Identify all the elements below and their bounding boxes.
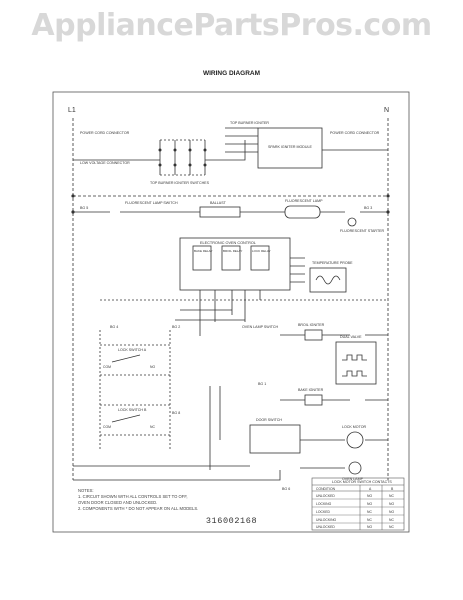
label-com-a: COM xyxy=(103,365,111,369)
notes-block: NOTES: 1. CIRCUIT SHOWN WITH ALL CONTROL… xyxy=(78,488,198,512)
bus-marker: BG 5 xyxy=(80,206,88,210)
table-header: CONDITION xyxy=(316,487,336,491)
table-cell: NC xyxy=(389,518,394,522)
bus-marker: BG 4 xyxy=(110,325,118,329)
table-cell: NO xyxy=(367,494,372,498)
lock-switch-a-box xyxy=(99,344,171,376)
label-door-switch: DOOR SWITCH xyxy=(256,418,282,422)
relay-1 xyxy=(192,245,212,271)
label-lock-relay: LOCK RELAY xyxy=(252,249,271,253)
table-cell: UNLOCKED xyxy=(316,525,335,529)
probe-coil xyxy=(315,275,341,285)
label-power-cord-left: POWER CORD CONNECTOR xyxy=(80,131,130,135)
n-terminal: N xyxy=(384,107,389,114)
fluorescent-lamp-tube xyxy=(284,205,321,219)
bus-marker: BG 6 xyxy=(282,487,290,491)
temp-probe-box xyxy=(309,267,347,293)
oven-control-box xyxy=(179,237,291,291)
watermark: AppliancePartsPros.com xyxy=(31,8,432,43)
table-cell: LOCKING xyxy=(316,502,332,506)
part-number: 316002168 xyxy=(205,516,258,526)
label-burner-switches: TOP BURNER IGNITER SWITCHES xyxy=(150,181,210,185)
note-line: NOTES: xyxy=(78,488,94,493)
table-cell: UNLOCKED xyxy=(316,494,335,498)
label-no-a: NO xyxy=(150,365,155,369)
diagram-frame xyxy=(52,91,410,533)
bus-marker: BG 8 xyxy=(172,411,180,415)
label-nc-b: NC xyxy=(150,425,155,429)
label-low-voltage: LOW VOLTAGE CONNECTOR xyxy=(80,161,130,165)
spark-module-box xyxy=(257,127,323,169)
label-lock-switch-a: LOCK SWITCH A xyxy=(118,348,147,352)
relay-2 xyxy=(221,245,241,271)
dual-valve-box xyxy=(335,341,377,385)
diagram-title: WIRING DIAGRAM xyxy=(202,70,261,77)
door-switch-box xyxy=(249,424,301,454)
table-cell: UNLOCKING xyxy=(316,518,337,522)
label-ballast: BALLAST xyxy=(210,201,227,205)
note-line: 2. COMPONENTS WITH * DO NOT APPEAR ON AL… xyxy=(78,506,199,511)
lock-switch-b-box xyxy=(99,404,171,436)
ballast-box xyxy=(199,206,241,218)
bus-marker: BG 3 xyxy=(364,206,372,210)
label-fluorescent-starter: FLUORESCENT STARTER xyxy=(340,229,385,233)
l1-terminal: L1 xyxy=(68,107,76,114)
lock-motor-contacts-table: LOCK MOTOR SWITCH CONTACTS CONDITION A B… xyxy=(311,477,405,531)
label-bake-relay: BAKE RELAY xyxy=(194,249,212,253)
starter-circle xyxy=(347,217,357,227)
bus-marker: BG 1 xyxy=(258,382,266,386)
label-bake-igniter: BAKE IGNITER xyxy=(298,388,324,392)
table-cell: NC xyxy=(389,525,394,529)
relay-3 xyxy=(250,245,270,271)
label-fluorescent-switch: FLUORESCENT LAMP SWITCH xyxy=(125,201,178,205)
label-broil-igniter: BROIL IGNITER xyxy=(298,323,325,327)
label-com-b: COM xyxy=(103,425,111,429)
broil-igniter-box xyxy=(304,329,323,341)
label-dual-valve: DUAL VALVE xyxy=(340,335,362,339)
table-cell: LOCKED xyxy=(316,510,330,514)
label-temp-sensor: TEMPERATURE PROBE xyxy=(312,261,353,265)
note-line: 1. CIRCUIT SHOWN WITH ALL CONTROLS SET T… xyxy=(78,494,188,499)
table-cell: NC xyxy=(389,494,394,498)
label-top-burner-igniter: TOP BURNER IGNITER xyxy=(230,121,269,125)
label-oven-lamp: OVEN LAMP xyxy=(342,477,364,481)
label-spark-module: SPARK IGNITER MODULE xyxy=(268,145,312,149)
table-cell: NO xyxy=(389,510,394,514)
table-cell: NC xyxy=(367,518,372,522)
label-power-cord-right: POWER CORD CONNECTOR xyxy=(330,131,380,135)
label-broil-relay: BROIL RELAY xyxy=(223,249,242,253)
bake-igniter-box xyxy=(304,394,323,406)
label-oven-control: ELECTRONIC OVEN CONTROL xyxy=(200,241,256,245)
bus-marker: BG 2 xyxy=(172,325,180,329)
igniter-leads xyxy=(225,127,258,153)
note-line: OVEN DOOR CLOSED AND UNLOCKED. xyxy=(78,500,158,505)
burner-switch-wires xyxy=(73,140,206,175)
table-cell: NO xyxy=(367,502,372,506)
label-lock-switch-b: LOCK SWITCH B xyxy=(118,408,147,412)
table-cell: NO xyxy=(389,502,394,506)
table-cell: NC xyxy=(367,510,372,514)
label-oven-lamp-switch: OVEN LAMP SWITCH xyxy=(242,325,278,329)
table-title: LOCK MOTOR SWITCH CONTACTS xyxy=(332,480,392,484)
table-header: A xyxy=(369,487,372,491)
table-header: B xyxy=(391,487,394,491)
label-lock-motor: LOCK MOTOR xyxy=(342,425,366,429)
oven-lamp-circle xyxy=(348,461,362,475)
label-fluorescent-lamp: FLUORESCENT LAMP xyxy=(285,199,323,203)
lock-motor-circle xyxy=(346,431,364,449)
table-cell: NO xyxy=(367,525,372,529)
